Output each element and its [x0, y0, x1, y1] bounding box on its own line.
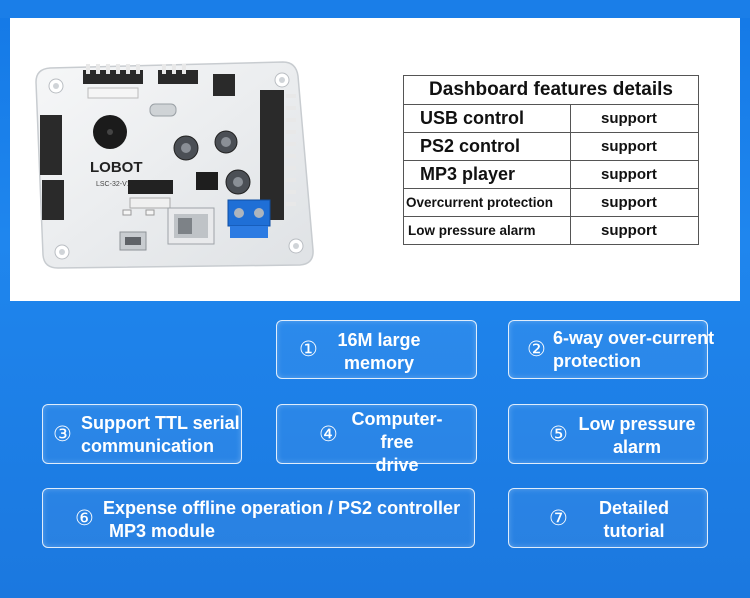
feature-line: memory [343, 353, 415, 373]
feature-value: support [570, 132, 699, 161]
feature-number: ① [299, 338, 318, 361]
feature-box-tutorial: ⑦ Detailed tutorial [508, 488, 708, 548]
feature-name: Overcurrent protection [403, 188, 571, 217]
feature-line: Support TTL serial [81, 413, 240, 433]
feature-name: MP3 player [403, 160, 571, 189]
table-header-row: Dashboard features details [403, 75, 699, 105]
feature-number: ⑦ [549, 507, 568, 530]
feature-line: Detailed [598, 498, 670, 518]
feature-value: support [570, 216, 699, 245]
feature-line: 6-way over-current [553, 328, 715, 348]
feature-box-low-pressure: ⑤ Low pressure alarm [508, 404, 708, 464]
feature-box-computer-free: ④ Computer-free drive [276, 404, 477, 475]
feature-line: tutorial [603, 521, 665, 541]
feature-value: support [570, 160, 699, 189]
feature-number: ⑤ [549, 423, 568, 446]
feature-name: USB control [403, 104, 571, 133]
top-band [0, 0, 750, 18]
table-row: USB control support [403, 104, 699, 133]
table-row: MP3 player support [403, 160, 699, 189]
feature-line: MP3 module [109, 521, 216, 541]
feature-line: alarm [612, 437, 662, 457]
feature-value: support [570, 188, 699, 217]
feature-number: ② [527, 338, 546, 361]
table-row: PS2 control support [403, 132, 699, 161]
feature-number: ③ [53, 423, 72, 446]
feature-box-memory: ① 16M large memory [276, 320, 477, 379]
board-brand: LOBOT [90, 159, 143, 176]
table-row: Low pressure alarm support [403, 216, 699, 245]
feature-line: protection [553, 351, 641, 371]
features-table: Dashboard features details USB control s… [403, 75, 699, 245]
table-row: Overcurrent protection support [403, 188, 699, 217]
feature-line: Computer-free [351, 409, 443, 452]
feature-line: 16M large [337, 330, 421, 350]
feature-number: ④ [319, 423, 338, 446]
board-model: LSC-32-V1.0 [96, 181, 137, 188]
feature-line: communication [81, 436, 215, 456]
feature-value: support [570, 104, 699, 133]
feature-number: ⑥ [75, 507, 94, 530]
feature-box-overcurrent: ② 6-way over-current protection [508, 320, 714, 379]
feature-line: drive [375, 455, 419, 475]
feature-line: Low pressure [578, 414, 696, 434]
feature-name: PS2 control [403, 132, 571, 161]
feature-line: Expense offline operation / PS2 controll… [103, 498, 461, 518]
table-title: Dashboard features details [403, 75, 699, 105]
feature-name: Low pressure alarm [403, 216, 571, 245]
controller-board-image: LOBOT LSC-32-V1.0 [35, 61, 314, 269]
feature-box-ttl-serial: ③ Support TTL serial communication [42, 404, 242, 464]
feature-box-offline-operation: ⑥ Expense offline operation / PS2 contro… [42, 488, 475, 548]
